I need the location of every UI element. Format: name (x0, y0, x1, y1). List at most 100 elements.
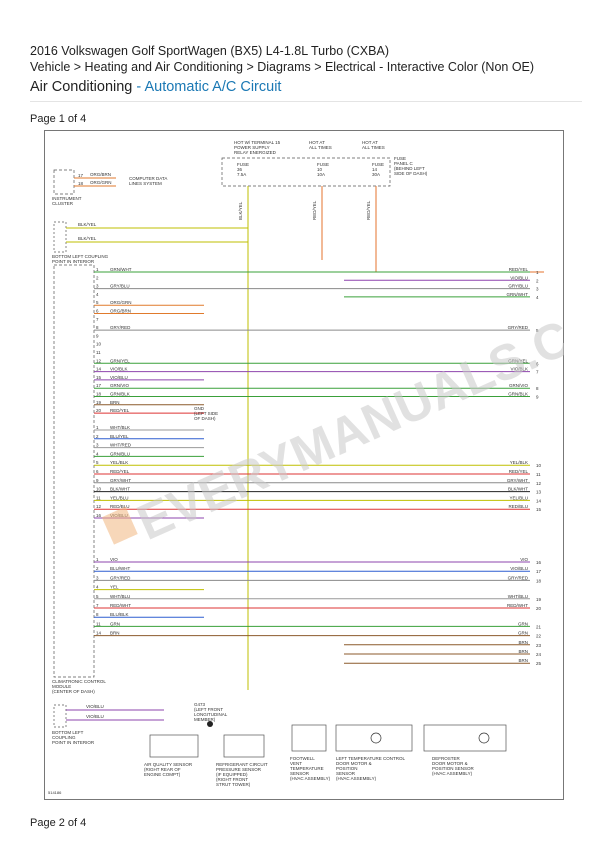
module_rows_b-ref-num-7: 13 (536, 490, 542, 495)
module_rows-ref-num-15: 9 (536, 395, 539, 400)
module_rows_c-pin-3: 4 (96, 585, 99, 590)
module_rows-wire-label-12: VIO/BLK (110, 367, 128, 372)
fuse-14-wire-label: RED/YEL (366, 200, 371, 220)
defroster-motor-icon (478, 732, 490, 744)
module_rows_c-ref-num-1: 17 (536, 569, 542, 574)
module_rows_b-ref-num-4: 10 (536, 463, 542, 468)
coupling-wire-13-label: BLK/YEL (78, 236, 97, 241)
module_rows-pin-11: 12 (96, 358, 102, 363)
climatronic-module-box (53, 264, 95, 678)
module_rows-wire-label-16: BRN (110, 400, 120, 405)
coupling-box-bottom (53, 704, 67, 728)
module_rows_b-pin-4: 5 (96, 460, 99, 465)
module_rows-pin-2: 3 (96, 284, 99, 289)
module_rows-out-label-7: GRY/RED (508, 325, 529, 330)
module_rows-wire-label-7: GRY/RED (110, 325, 131, 330)
module_rows_c-pin-0: 1 (96, 557, 99, 562)
module_rows_c-out-label-8: GRN (518, 631, 528, 636)
module_rows-pin-17: 20 (96, 408, 102, 413)
refrigerant-sensor-box (223, 734, 265, 758)
module_rows_c-ref-num-10: 24 (536, 652, 542, 657)
module_rows-pin-0: 1 (96, 267, 99, 272)
page-title: 2016 Volkswagen Golf SportWagen (BX5) L4… (30, 44, 389, 58)
module_rows_c-ref-num-0: 16 (536, 560, 542, 565)
module_rows_b-out-label-7: BLK/WHT (508, 487, 528, 492)
circuit-link[interactable]: Automatic A/C Circuit (144, 79, 282, 95)
motor-icon (370, 732, 382, 744)
module_rows-pin-7: 8 (96, 325, 99, 330)
module_rows_c-out-label-11: BRN (518, 658, 528, 663)
watermark-badge-icon (101, 506, 138, 545)
module_rows_b-pin-1: 2 (96, 434, 99, 439)
module_rows_c-out-label-2: GRY/RED (508, 575, 529, 580)
air-quality-sensor-box (149, 734, 199, 758)
module_rows_b-wire-label-4: YEL/BLK (110, 460, 128, 465)
module_rows_b-wire-label-6: GRY/WHT (110, 478, 131, 483)
module_rows_b-out-label-6: GRY/WHT (507, 478, 528, 483)
section-heading: Air Conditioning - Automatic A/C Circuit (30, 79, 281, 95)
module_rows_c-out-label-9: BRN (518, 640, 528, 645)
module_rows_c-wire-label-5: RED/WHT (110, 603, 131, 608)
vio-blu-15-label: VIO/BLU (86, 714, 104, 719)
module_rows-ref-num-11: 6 (536, 361, 539, 366)
defroster-motor-box (423, 724, 507, 752)
module_rows_c-ref-num-7: 21 (536, 624, 542, 629)
module_rows_c-wire-label-3: YEL (110, 585, 119, 590)
left-temp-motor-box (335, 724, 413, 752)
module_rows-ref-num-7: 5 (536, 328, 539, 333)
org-brn-label: ORG/BRN (90, 172, 111, 177)
module_rows-out-label-0: RED/YEL (509, 267, 529, 272)
module_rows-pin-14: 17 (96, 383, 102, 388)
fuse-panel-box (221, 157, 391, 187)
module_rows-ref-num-12: 7 (536, 370, 539, 375)
module_rows_c-pin-8: 14 (96, 631, 102, 636)
module_rows_c-ref-num-8: 22 (536, 634, 542, 639)
module_rows_b-wire-label-9: RED/BLU (110, 504, 130, 509)
module_rows-pin-8: 9 (96, 333, 99, 338)
module_rows_b-out-label-9: RED/BLU (508, 504, 528, 509)
module_rows-pin-10: 11 (96, 350, 101, 355)
coupling-wire-12-label: BLK/YEL (78, 222, 97, 227)
module_rows-pin-9: 10 (96, 342, 102, 347)
module_rows_b-pin-0: 1 (96, 425, 99, 430)
module_rows-ref-num-0: 1 (536, 270, 539, 275)
module_rows_b-wire-label-3: GRN/BLU (110, 451, 130, 456)
module_rows_b-wire-label-7: BLK/WHT (110, 487, 130, 492)
module_rows_b-wire-label-8: YEL/BLU (110, 495, 129, 500)
ground-point-icon (207, 721, 213, 727)
module_rows-ref-num-1: 2 (536, 278, 539, 283)
module_rows_c-out-label-7: GRN (518, 621, 528, 626)
module_rows_b-pin-10: 16 (96, 513, 102, 518)
module_rows_b-pin-8: 11 (96, 495, 101, 500)
module_rows-pin-5: 6 (96, 309, 99, 314)
module_rows_b-ref-num-9: 15 (536, 507, 542, 512)
module_rows-wire-label-13: VIO/BLU (110, 375, 128, 380)
fuse-10-wire-label: RED/YEL (312, 200, 317, 220)
module_rows_b-pin-6: 9 (96, 478, 99, 483)
module_rows_c-wire-label-8: BRN (110, 631, 120, 636)
module_rows_b-out-label-4: YEL/BLK (510, 460, 528, 465)
breadcrumb[interactable]: Vehicle > Heating and Air Conditioning >… (30, 60, 535, 74)
module_rows-pin-3: 4 (96, 292, 99, 297)
vio-blu-14-label: VIO/BLU (86, 704, 104, 709)
module_rows_c-ref-num-5: 20 (536, 606, 542, 611)
module_rows-out-label-15: GRN/BLK (508, 392, 528, 397)
module_rows_b-pin-7: 10 (96, 487, 102, 492)
module_rows-pin-15: 18 (96, 392, 102, 397)
module_rows_c-ref-num-11: 25 (536, 661, 542, 666)
module_rows_c-out-label-10: BRN (518, 649, 528, 654)
